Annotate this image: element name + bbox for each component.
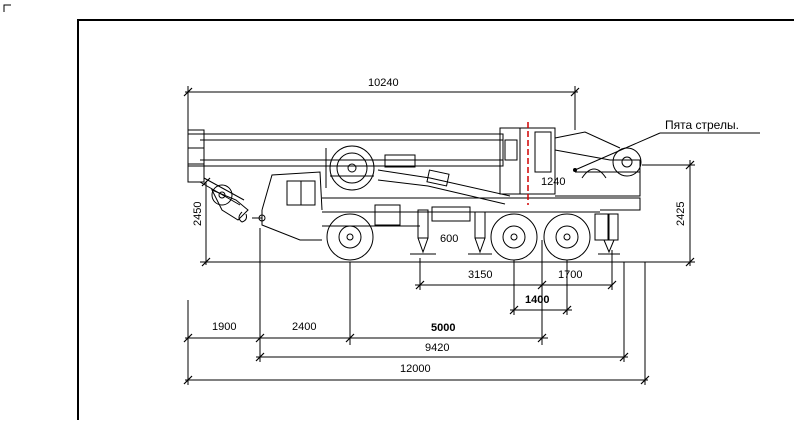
dim-overall-length: 12000	[400, 363, 431, 375]
winch-drum	[325, 145, 416, 191]
chassis	[322, 197, 641, 241]
wheel-front	[326, 213, 374, 261]
wheel-mid	[490, 213, 538, 261]
dim-height-left: 2450	[192, 202, 204, 226]
dimension-lines	[185, 86, 695, 385]
turret	[499, 127, 642, 197]
dim-axle-gap-a: 3150	[468, 269, 492, 281]
dim-height-right: 2425	[675, 202, 687, 226]
sheet-frame	[3, 4, 794, 420]
dim-bogie-span: 1400	[525, 294, 549, 306]
dim-small-mark: 600	[440, 233, 458, 245]
callout-leader	[574, 132, 760, 171]
cab	[252, 171, 323, 241]
dim-hook-to-rear: 9420	[425, 342, 449, 354]
dim-axle-span: 5000	[431, 322, 455, 334]
boom	[187, 129, 504, 206]
dim-axle-gap-b: 1700	[558, 269, 582, 281]
dimension-ticks	[183, 87, 695, 385]
hook-block	[210, 184, 249, 223]
boom-heel-callout: Пята стрелы.	[665, 118, 739, 132]
dim-front-overhang: 1900	[212, 321, 236, 333]
outrigger-pads	[410, 237, 620, 255]
wheel-rear	[543, 213, 591, 261]
dim-pivot-offset: 1240	[541, 176, 565, 188]
crane-outline	[187, 127, 642, 261]
dim-cab-to-axle: 2400	[292, 321, 316, 333]
hoist-cylinder	[377, 169, 511, 205]
dim-overall-boom: 10240	[368, 77, 399, 89]
